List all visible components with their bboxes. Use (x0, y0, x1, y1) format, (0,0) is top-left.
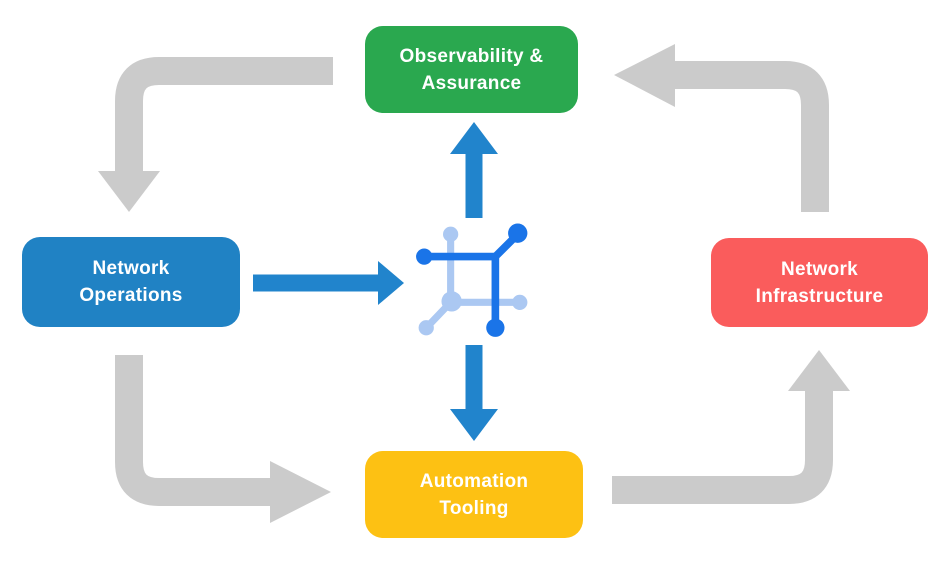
node-automation-tooling: Automation Tooling (365, 451, 583, 538)
node-network-operations: Network Operations (22, 237, 240, 327)
node-label-line: Network (92, 258, 170, 279)
network-mesh-light-branches (418, 226, 528, 336)
node-label-line: Network (780, 258, 859, 280)
node-label-line: Infrastructure (755, 285, 884, 307)
node-label-line: Automation (419, 470, 529, 492)
node-observability-assurance: Observability & Assurance (365, 26, 578, 113)
arrow-network-operations-to-automation-tooling (115, 355, 331, 523)
network-mesh-dark-branches (416, 223, 528, 337)
node-label-line: Tooling (439, 497, 509, 519)
arrow-network-infrastructure-to-observability (614, 44, 829, 212)
node-label-line: Operations (79, 285, 183, 306)
arrow-observability-to-network-operations (98, 57, 333, 212)
arrow-network-operations-to-center (253, 261, 404, 305)
node-label-line: Observability & (399, 45, 544, 67)
network-mesh-icon (416, 223, 528, 337)
arrow-center-to-observability (450, 122, 498, 218)
arrow-automation-tooling-to-network-infrastructure (612, 350, 850, 504)
node-network-infrastructure: Network Infrastructure (711, 238, 928, 327)
arrow-center-to-automation-tooling (450, 345, 498, 441)
node-label-line: Assurance (421, 72, 522, 94)
